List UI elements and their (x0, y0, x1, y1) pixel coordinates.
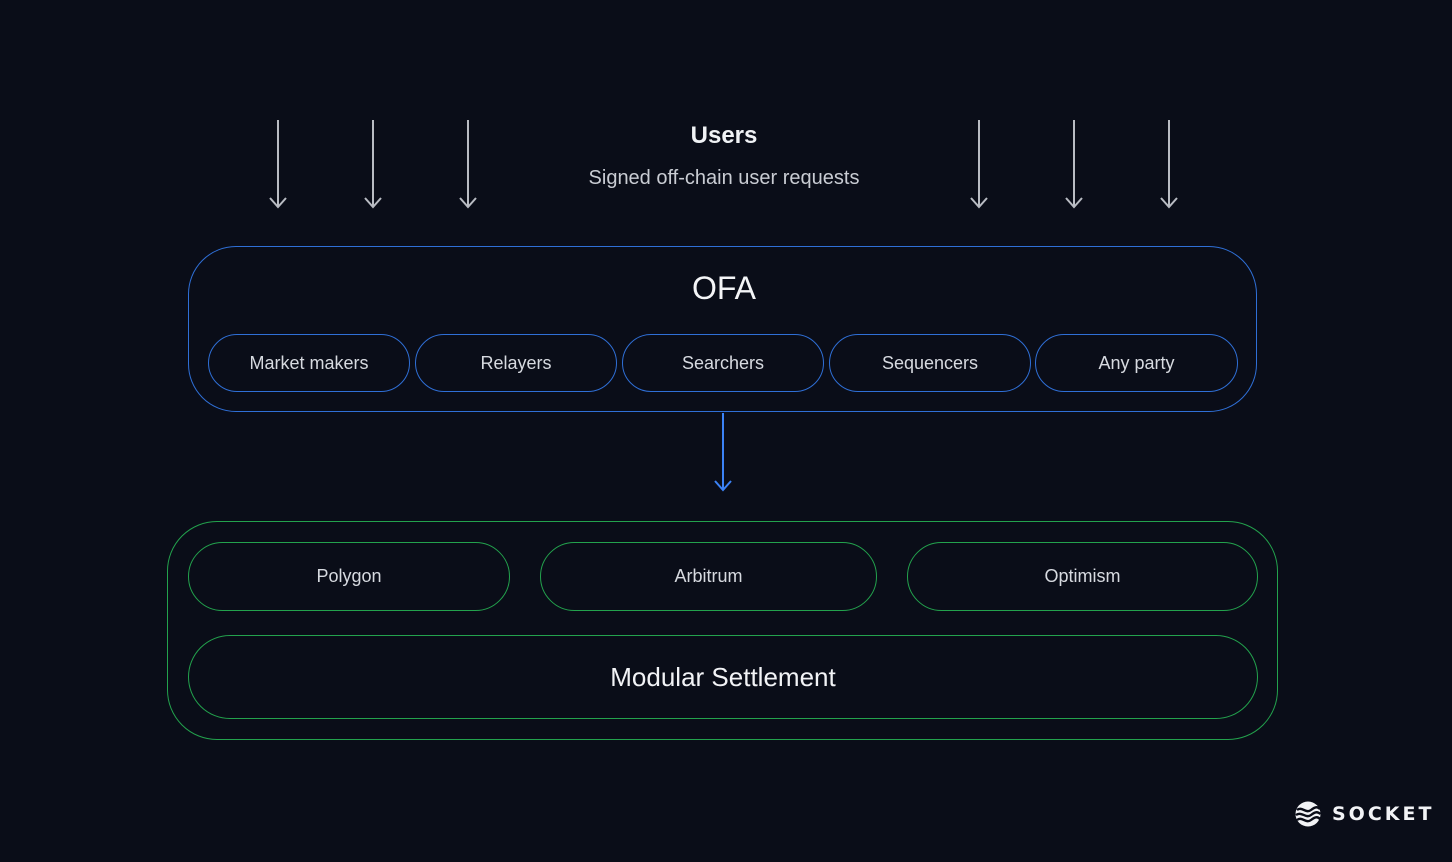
user-request-arrow-4 (970, 119, 988, 208)
participant-market-makers: Market makers (208, 334, 410, 392)
users-title: Users (690, 122, 758, 149)
chain-arbitrum: Arbitrum (540, 542, 877, 611)
chain-optimism: Optimism (907, 542, 1258, 611)
participant-relayers: Relayers (415, 334, 617, 392)
settlement-container (167, 521, 1278, 740)
participant-any-party: Any party (1035, 334, 1238, 392)
users-subtitle: Signed off-chain user requests (588, 167, 860, 189)
user-request-arrow-3 (459, 119, 477, 208)
user-request-arrow-1 (269, 119, 287, 208)
ofa-to-settlement-arrow (714, 413, 732, 492)
brand-logo: SOCKET (1294, 800, 1434, 828)
participant-sequencers: Sequencers (829, 334, 1031, 392)
socket-wave-icon (1295, 801, 1322, 827)
user-request-arrow-5 (1065, 119, 1083, 208)
ofa-title: OFA (691, 270, 756, 306)
user-request-arrow-6 (1160, 119, 1178, 208)
user-request-arrow-2 (364, 119, 382, 208)
ofa-container (188, 246, 1257, 412)
modular-settlement: Modular Settlement (188, 635, 1258, 719)
brand-name: SOCKET (1332, 803, 1435, 825)
chain-polygon: Polygon (188, 542, 510, 611)
participant-searchers: Searchers (622, 334, 824, 392)
